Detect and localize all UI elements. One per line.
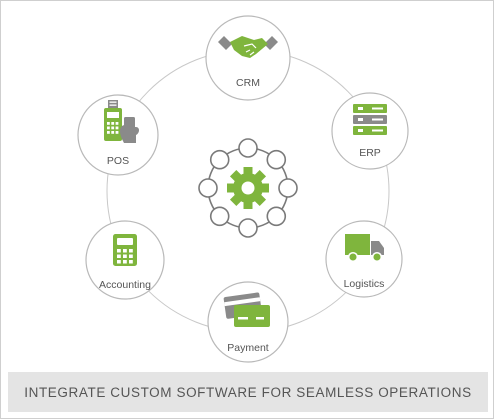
central-hub <box>198 138 298 238</box>
node-label-erp: ERP <box>359 147 381 159</box>
node-accounting: Accounting <box>85 220 165 300</box>
caption-bar: INTEGRATE CUSTOM SOFTWARE FOR SEAMLESS O… <box>8 372 488 412</box>
pos-terminal-icon <box>104 100 139 143</box>
delivery-truck-icon <box>345 234 384 263</box>
handshake-icon <box>218 36 278 58</box>
hub-satellite-node <box>238 218 258 238</box>
diagram-caption: INTEGRATE CUSTOM SOFTWARE FOR SEAMLESS O… <box>24 384 472 400</box>
hub-satellite-node <box>209 206 230 227</box>
node-pos: POS <box>77 94 159 176</box>
node-crm: CRM <box>205 15 291 101</box>
node-label-crm: CRM <box>236 77 260 89</box>
node-label-payment: Payment <box>227 342 269 354</box>
integration-diagram: CRM ERP <box>77 15 409 363</box>
hub-satellite-node <box>266 149 287 170</box>
node-erp: ERP <box>331 92 409 170</box>
hub-satellite-node <box>278 178 298 198</box>
hub-satellite-node <box>266 206 287 227</box>
hub-satellite-node <box>238 138 258 158</box>
calculator-icon <box>113 234 137 266</box>
node-label-pos: POS <box>107 155 129 167</box>
node-logistics: Logistics <box>325 220 403 298</box>
hub-satellite-node <box>209 149 230 170</box>
gear-icon <box>227 167 269 209</box>
hub-satellite-node <box>198 178 218 198</box>
server-rack-icon <box>353 104 387 135</box>
credit-cards-icon <box>223 292 270 327</box>
node-label-logistics: Logistics <box>344 278 385 290</box>
node-payment: Payment <box>207 281 289 363</box>
node-label-accounting: Accounting <box>99 279 151 291</box>
hub-satellites <box>198 138 298 238</box>
